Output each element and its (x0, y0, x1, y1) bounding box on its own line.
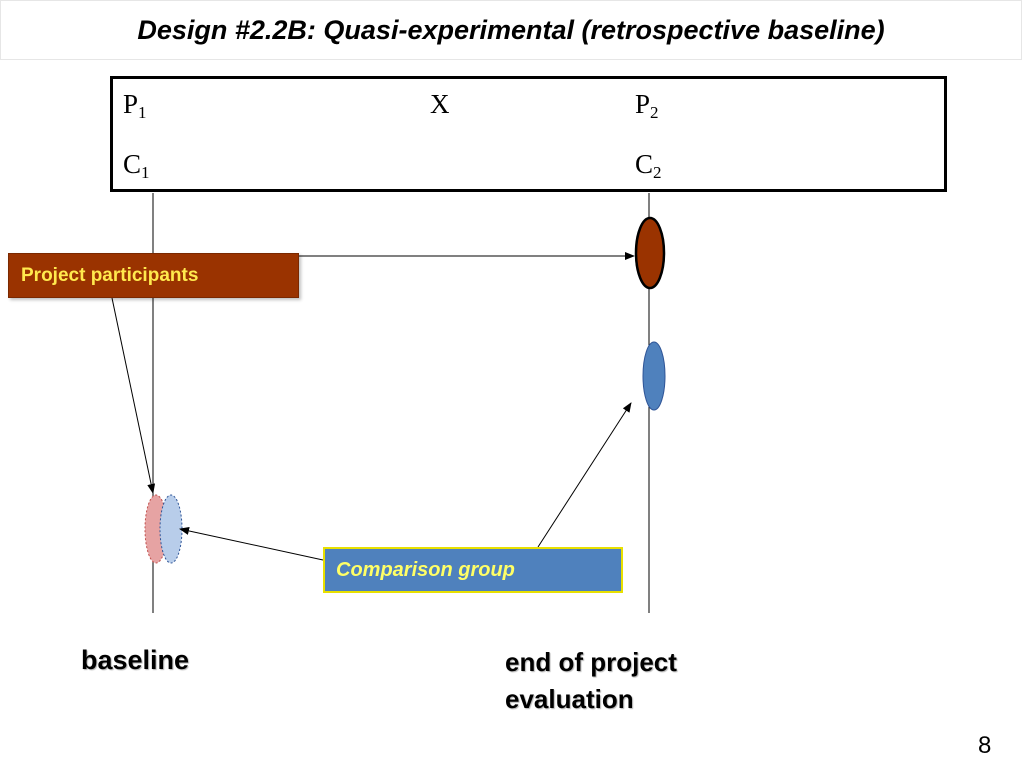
comparison-group-label: Comparison group (336, 558, 515, 581)
title-box: Design #2.2B: Quasi-experimental (retros… (0, 0, 1022, 60)
page-number: 8 (978, 732, 992, 759)
comparison-to-baseline-arrow (179, 526, 324, 561)
baseline-label: baseline (81, 645, 190, 675)
comparison-group-callout: Comparison group (323, 547, 623, 593)
end-of-project-line2: evaluation (505, 684, 634, 714)
end-of-project-line1: end of project (505, 647, 677, 677)
design-notation-box: P1 X P2 C1 C2 (110, 76, 947, 192)
treatment-x-cell: X (430, 89, 450, 119)
comparison-to-endline-arrow (537, 402, 632, 548)
slide-title: Design #2.2B: Quasi-experimental (retros… (137, 14, 885, 45)
endline-comparison-ellipse (642, 341, 666, 411)
project-participants-label: Project participants (21, 264, 199, 286)
c1-cell: C1 (123, 149, 150, 182)
c2-cell: C2 (635, 149, 662, 182)
baseline-comparison-ellipse (159, 494, 183, 564)
p2-cell: P2 (635, 89, 659, 122)
project-participants-callout: Project participants (8, 253, 299, 298)
p1-cell: P1 (123, 89, 147, 122)
end-of-project-label: end of project evaluation (505, 644, 677, 718)
endline-participants-ellipse (634, 216, 666, 290)
participants-to-baseline-arrow (111, 297, 156, 494)
